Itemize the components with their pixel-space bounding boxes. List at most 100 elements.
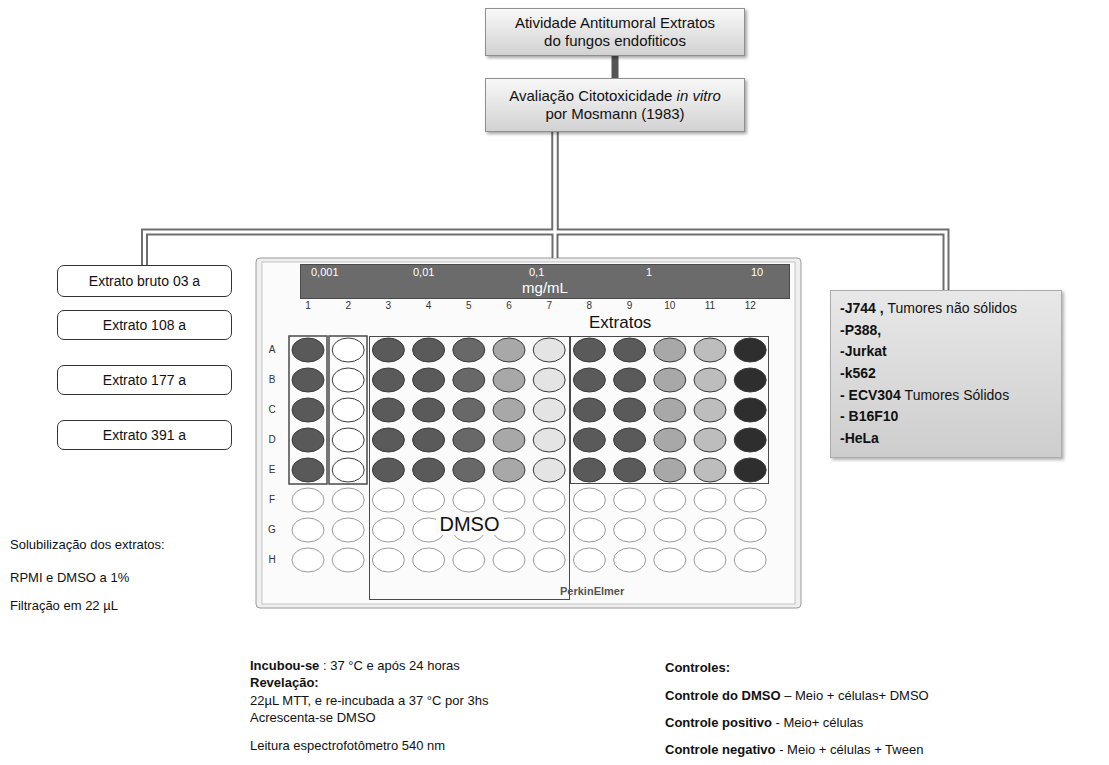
note-text: – Meio + células+ DMSO	[784, 688, 929, 703]
branch-stub	[552, 232, 559, 258]
plate-well	[493, 428, 525, 452]
plate-well	[332, 428, 364, 452]
text-line: 3	[386, 301, 392, 311]
text-line: 4	[426, 301, 432, 311]
text-line: E	[269, 465, 276, 475]
plate-well	[573, 428, 605, 452]
plate-well	[694, 488, 726, 512]
note-text: Controle do DMSO	[665, 688, 781, 703]
text-line: C	[268, 405, 275, 415]
note-text: 22µL MTT, e re-incubada a 37 °C por 3hs	[250, 693, 488, 708]
plate-well	[372, 368, 404, 392]
method-box: Avaliação Citotoxicidade in vitropor Mosm…	[485, 78, 745, 132]
plate-well	[453, 398, 485, 422]
node-text: 10	[751, 266, 763, 278]
node-text: -HeLa	[840, 430, 879, 446]
text-line: Solubilização dos extratos:	[10, 537, 165, 553]
text-line: PerkinElmer	[560, 585, 624, 598]
plate-well	[734, 338, 766, 362]
text-line: Controle do DMSO– Meio + células+ DMSO	[665, 688, 929, 704]
plate-well	[573, 488, 605, 512]
text-line: F	[269, 495, 275, 505]
plate-well	[654, 548, 686, 572]
note-text: - Meio + células + Tween	[779, 742, 923, 757]
node-text: -k562	[840, 365, 876, 381]
plate-well	[332, 458, 364, 482]
text-line: -k562	[840, 363, 1052, 385]
grid-index: E	[269, 464, 276, 475]
plate-well	[533, 398, 565, 422]
plate-well	[694, 518, 726, 542]
node-text: Atividade Antitumoral Extratos do fungos…	[515, 14, 715, 49]
text-line: Extrato bruto 03 a	[64, 273, 225, 289]
extract-group-frame: Extratos	[570, 336, 769, 484]
text-line: Extrato 108 a	[64, 317, 225, 333]
text-line: -Jurkat	[840, 341, 1052, 363]
node-text: in vitro	[677, 87, 721, 104]
plate-well	[413, 458, 445, 482]
plate-well	[493, 458, 525, 482]
plate-well	[453, 428, 485, 452]
plate-well	[573, 548, 605, 572]
column-bracket	[329, 336, 367, 484]
plate-well	[453, 338, 485, 362]
text-line: B	[269, 375, 276, 385]
node-text: 1	[646, 266, 652, 278]
grid-index: 3	[386, 300, 392, 311]
node-content: Extrato 391 a	[64, 427, 225, 443]
text-line: RPMI e DMSO a 1%	[10, 570, 129, 586]
connector-outer-group	[145, 56, 947, 290]
node-text: Avaliação Citotoxicidade	[509, 87, 672, 104]
plate-well	[533, 488, 565, 512]
plate-well	[413, 428, 445, 452]
plate-well	[372, 518, 404, 542]
text-line: Revelação:	[250, 675, 319, 691]
node-text: Extrato bruto 03 a	[89, 273, 200, 289]
grid-index: D	[268, 434, 275, 445]
text-line: H	[268, 555, 275, 565]
plate-well	[332, 368, 364, 392]
node-text: Tumores Sólidos	[905, 387, 1010, 403]
plate-well	[573, 338, 605, 362]
plate-well	[453, 488, 485, 512]
node-text: Tumores não sólidos	[888, 300, 1017, 316]
note-text: Incubou-se	[250, 658, 319, 673]
plate-well	[533, 338, 565, 362]
text-line: por Mosmann (1983)	[492, 105, 738, 123]
note-text: Controle positivo	[665, 715, 772, 730]
text-line: -J744 ,Tumores não sólidos	[840, 298, 1052, 320]
extract-box: Extrato 177 a	[57, 365, 232, 395]
text-line: Controles:	[665, 660, 730, 676]
text-line: A	[269, 345, 276, 355]
text-line: -HeLa	[840, 428, 1052, 450]
note-text: RPMI e DMSO a 1%	[10, 570, 129, 585]
plate-well	[372, 488, 404, 512]
well-grid	[292, 338, 766, 572]
plate-well	[292, 338, 324, 362]
plate-well	[734, 548, 766, 572]
plate-well	[533, 428, 565, 452]
plate-well	[493, 548, 525, 572]
plate-well	[573, 518, 605, 542]
plate-well	[292, 518, 324, 542]
plate-well	[493, 368, 525, 392]
text-line: Incubou-se: 37 °C e após 24 horas	[250, 658, 460, 674]
plate-well	[372, 548, 404, 572]
node-text: Extratos	[589, 313, 651, 332]
plate-well	[493, 338, 525, 362]
plate-well	[292, 428, 324, 452]
text-line: 0,001	[311, 267, 339, 278]
grid-index: 4	[426, 300, 432, 311]
plate-well	[493, 398, 525, 422]
plate-well	[413, 398, 445, 422]
note-text: - Meio+ células	[776, 715, 864, 730]
text-line: 10	[751, 267, 763, 278]
plate-well	[614, 548, 646, 572]
plate-well	[614, 428, 646, 452]
grid-index: 11	[705, 300, 715, 311]
plate-well	[413, 368, 445, 392]
text-line: Extrato 177 a	[64, 372, 225, 388]
plate-well	[413, 338, 445, 362]
text-line: Leitura espectrofotômetro 540 nm	[250, 738, 445, 754]
branch-connector	[145, 132, 556, 265]
